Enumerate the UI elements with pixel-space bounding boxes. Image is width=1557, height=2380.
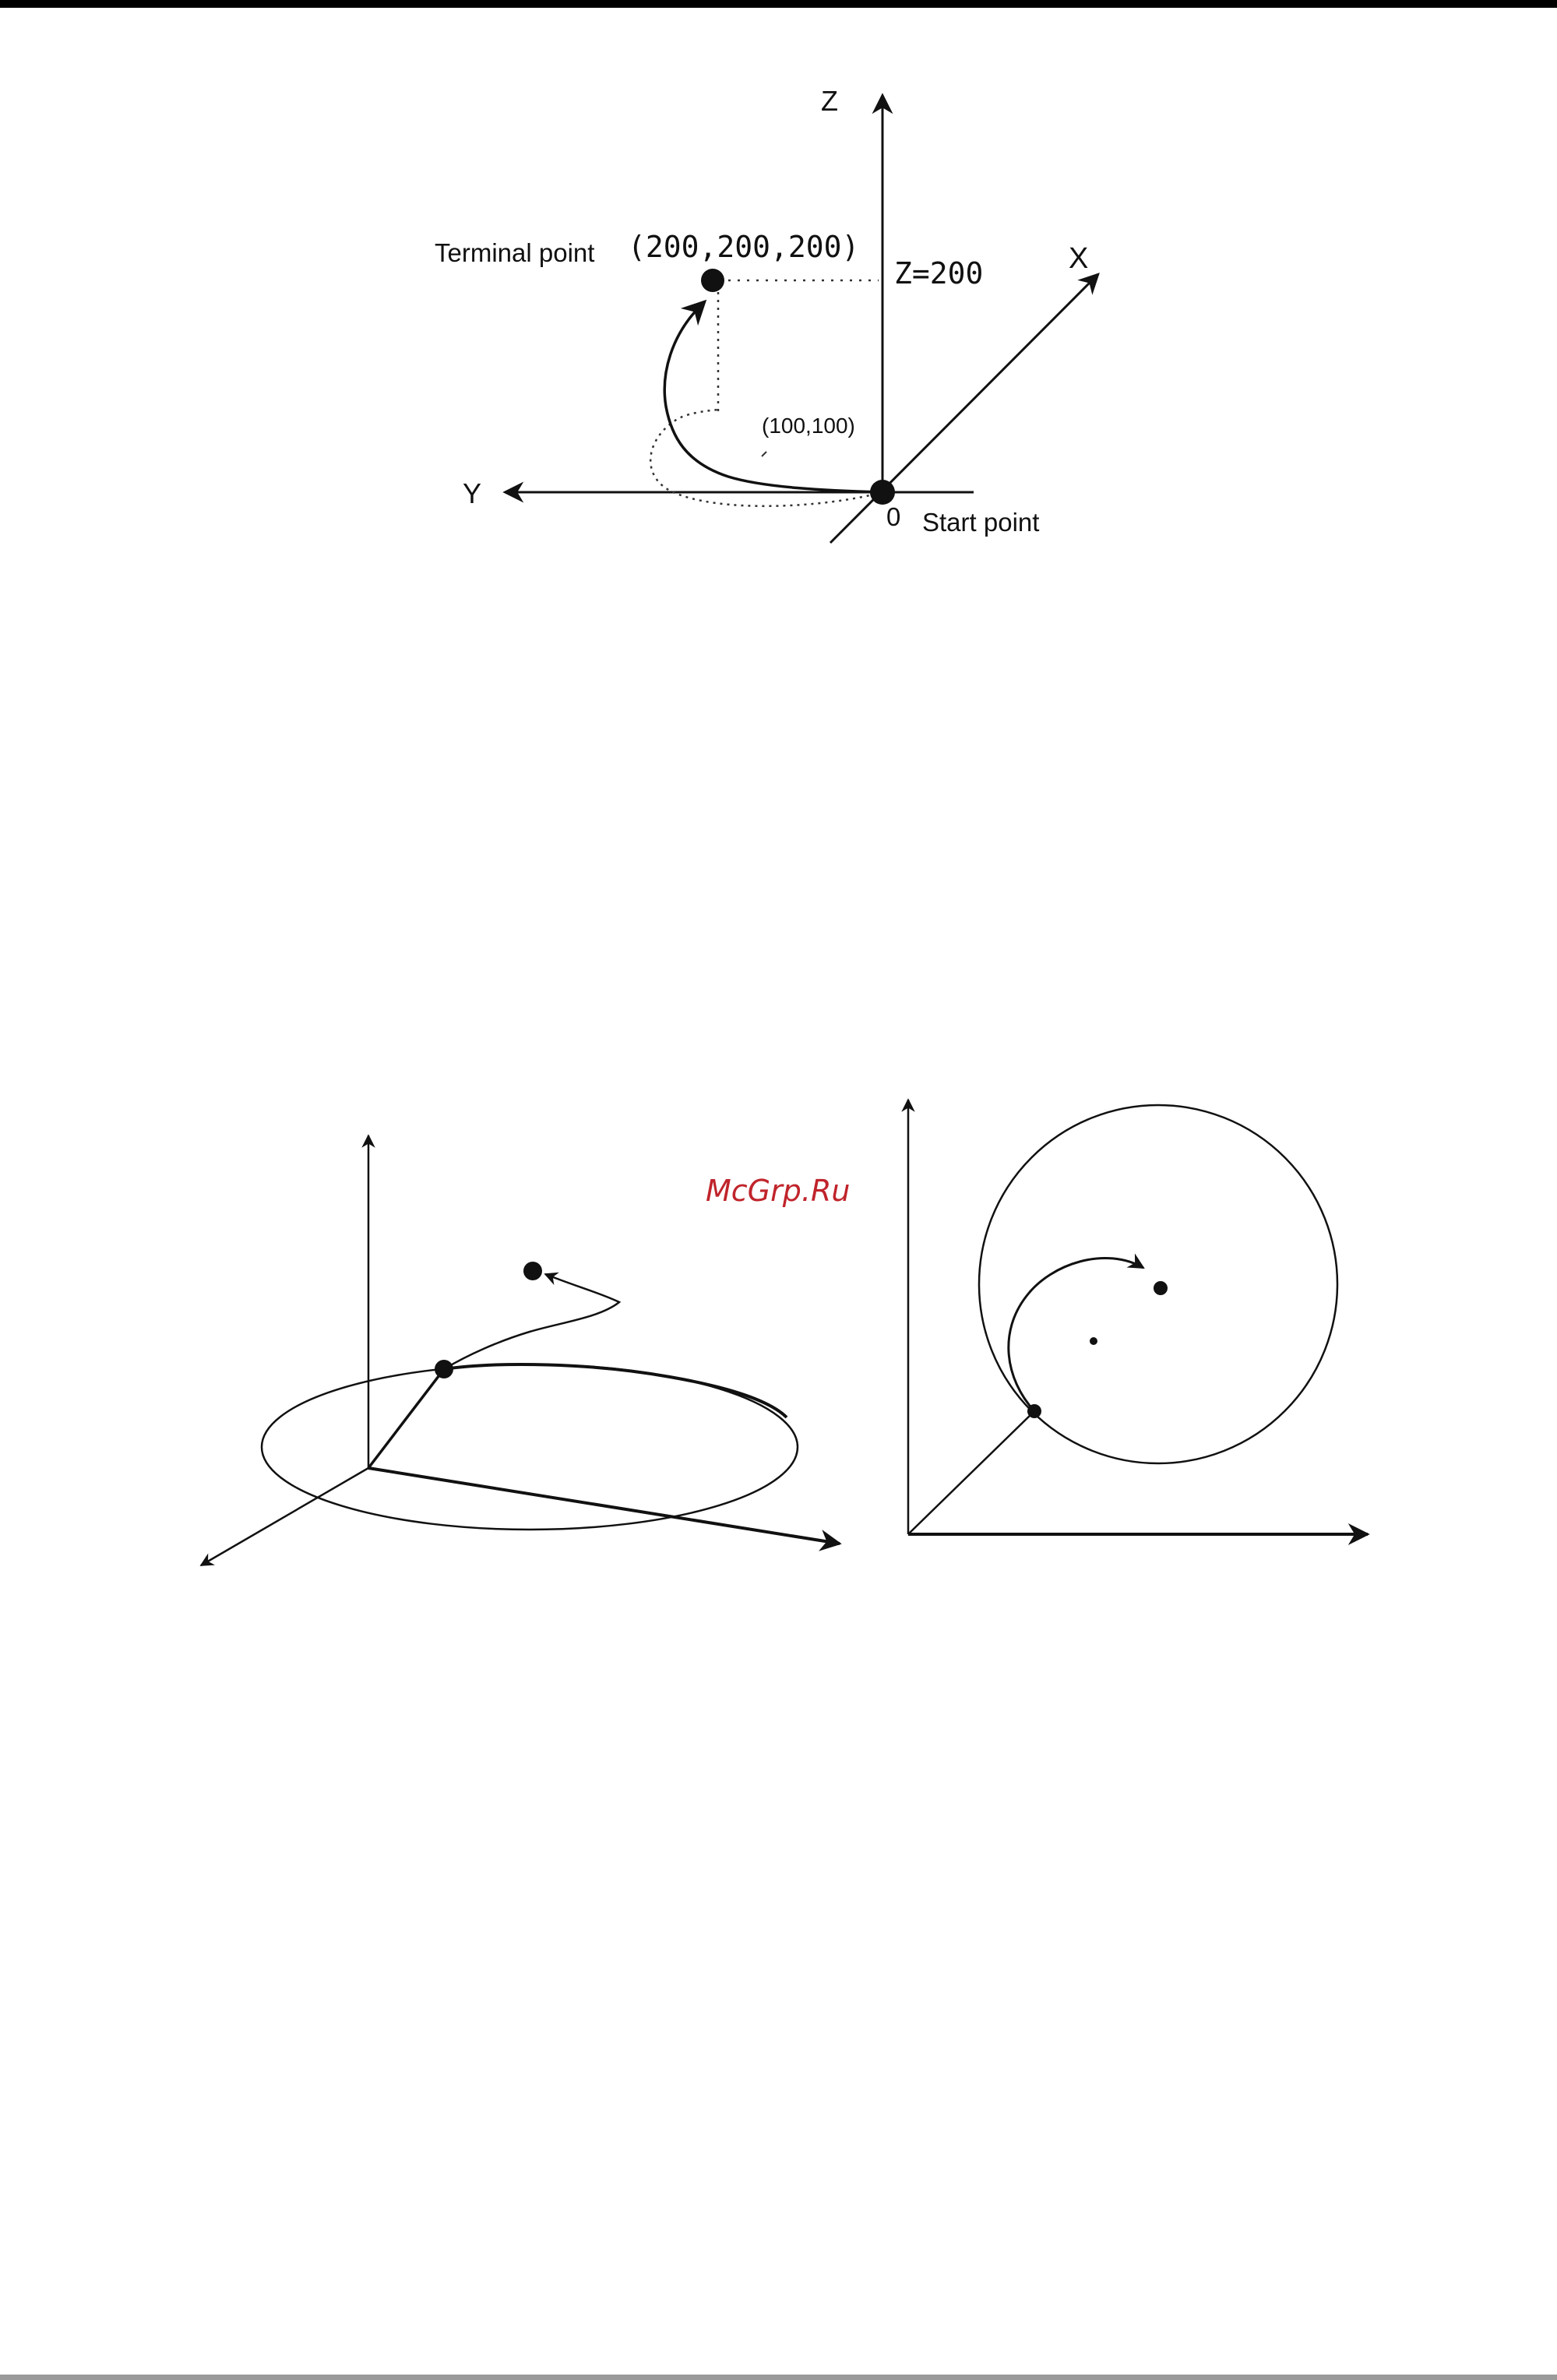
z-axis-label: Z [821,85,838,117]
radius-line [368,1369,444,1468]
helix-3d-diagram: Z X Y Terminal point (200,200,200) Z=200… [435,85,1098,543]
center-marker [762,452,766,456]
z-level-label: Z=200 [894,256,983,290]
oblique-diagonal-axis [201,1468,368,1565]
terminal-coordinates: (200,200,200) [628,230,859,264]
base-ellipse [262,1364,798,1530]
origin-label: 0 [886,502,900,531]
y-axis-label: Y [463,477,481,509]
oblique-start-point [435,1360,453,1378]
planar-start-point [1027,1404,1041,1418]
oblique-end-point [523,1262,542,1280]
helical-path [664,301,882,492]
planar-radius-line [908,1411,1034,1534]
planar-projection-sketch [908,1100,1368,1534]
ellipse-highlight-arc [444,1364,787,1417]
oblique-horizontal-axis [368,1468,840,1544]
oblique-helical-path [444,1274,619,1369]
x-axis-label: X [1069,242,1088,275]
center-coordinates: (100,100) [762,414,855,438]
start-point [870,480,895,505]
start-point-label: Start point [922,508,1039,537]
planar-center-point [1090,1337,1097,1345]
bottom-rule [0,2375,1557,2380]
planar-arc-path [1009,1258,1143,1411]
terminal-point [701,269,724,292]
watermark: McGrp.Ru [706,1174,850,1208]
terminal-point-label: Terminal point [435,238,594,267]
planar-end-point [1154,1281,1168,1295]
x-axis [830,274,1098,543]
